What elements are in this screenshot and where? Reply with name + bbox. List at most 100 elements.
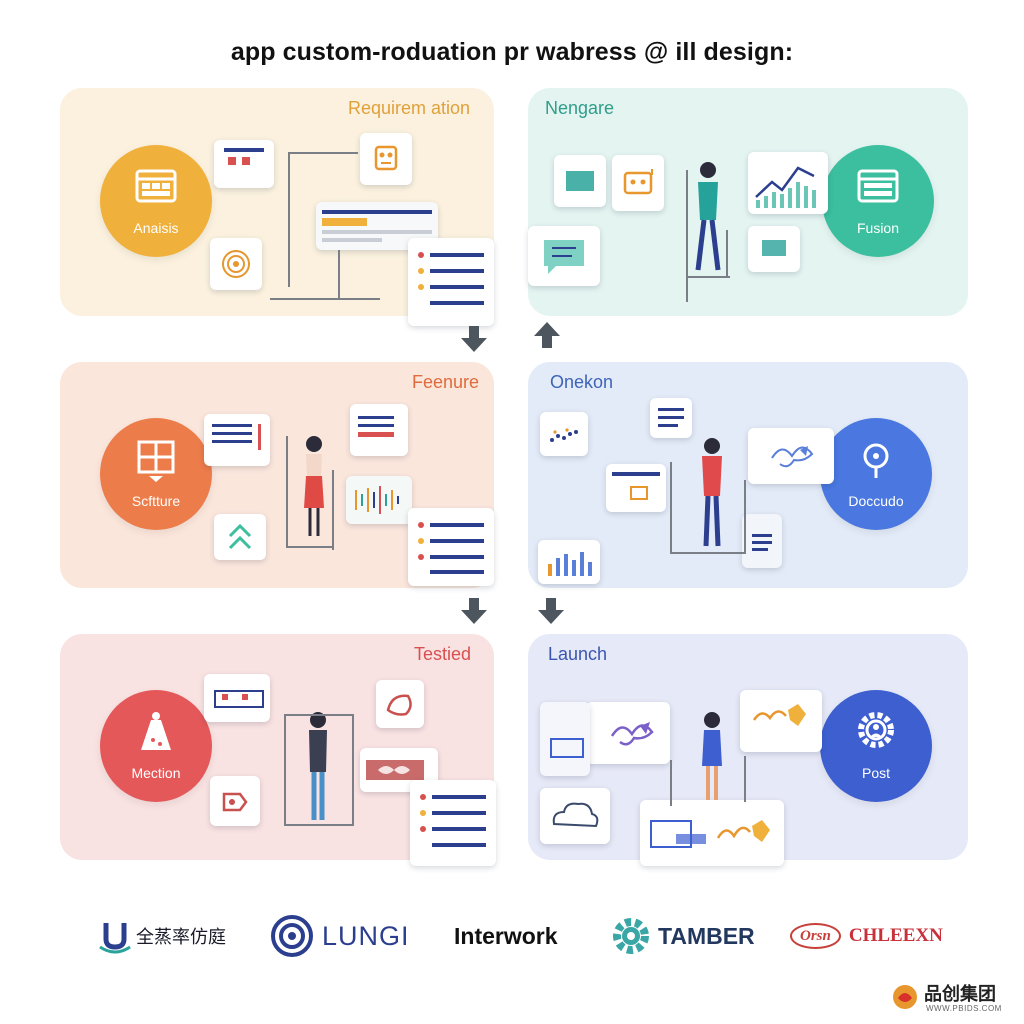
list-card: [408, 238, 494, 326]
flower-card-3: [740, 690, 822, 752]
flask-icon: [141, 712, 171, 750]
infinity-icon: [366, 760, 424, 780]
connector: [670, 462, 672, 554]
panel-nengare-label: Nengare: [545, 98, 615, 118]
connector: [286, 436, 288, 546]
list-card-3: [350, 404, 408, 456]
window-card-3: [204, 674, 270, 722]
chart-icon: [355, 486, 399, 514]
tag-card: [210, 776, 260, 826]
person-figure: [702, 438, 722, 547]
chart-card-2: [346, 476, 412, 524]
arrow-down-icon: [538, 598, 564, 624]
list-card-6: [410, 780, 496, 866]
watermark-cn: 品创集团: [924, 984, 996, 1004]
document-circle: Doccudo: [820, 418, 932, 530]
panel-testing-label: Testied: [414, 644, 472, 664]
fusion-circle-label: Fusion: [856, 220, 900, 236]
gear-icon: [858, 712, 894, 748]
bar-chart-card: [538, 540, 600, 584]
structure-circle: Scftture: [100, 418, 212, 530]
logo-2: LUNGI: [270, 912, 410, 960]
robot-card-2: [612, 155, 664, 211]
mection-circle: Mection: [100, 690, 212, 802]
logo-3-text: Interwork: [454, 922, 558, 949]
target-icon: [222, 250, 250, 278]
window-card: [214, 140, 274, 188]
window-card-4: [540, 702, 590, 776]
watermark: 品创集团 WWW.PBIDS.COM: [890, 980, 1010, 1016]
list-card-5: [650, 398, 692, 438]
brand-logo-icon: [893, 985, 917, 1009]
doc-card: [554, 155, 606, 207]
chart-icon: [548, 552, 592, 576]
connector: [744, 756, 746, 802]
post-circle: Post: [820, 690, 932, 802]
logo-5: Orsn CHLEEXN: [790, 912, 943, 960]
connector: [726, 230, 728, 276]
connector: [332, 470, 334, 550]
analysis-circle: Anaisis: [100, 145, 212, 257]
logo-5-text: CHLEEXN: [848, 925, 943, 946]
doc-card-2: [748, 226, 800, 272]
cloud-card: [540, 788, 610, 844]
arrow-down-icon: [461, 598, 487, 624]
fusion-circle: Fusion: [822, 145, 934, 257]
ring-logo-icon: [271, 915, 313, 957]
logo-5-badge-text: Orsn: [800, 928, 831, 944]
target-card: [210, 238, 262, 290]
u-logo-icon: [99, 923, 131, 954]
structure-circle-label: Scftture: [131, 493, 181, 509]
list-card-4: [408, 508, 494, 586]
logo-4: TAMBER: [610, 912, 755, 960]
ui-window-icon: [135, 169, 177, 203]
shape-icon: [386, 694, 412, 716]
arrow-up-icon: [534, 322, 560, 348]
person-figure: [304, 436, 324, 536]
connector: [744, 480, 746, 554]
logo-4-text: TAMBER: [658, 922, 755, 949]
lightbulb-icon: [863, 443, 889, 478]
chevron-card: [214, 514, 266, 560]
connector: [284, 714, 354, 716]
panel-launch-label: Launch: [548, 644, 608, 664]
logo-5-badge: Orsn: [790, 923, 841, 949]
connector: [270, 298, 380, 300]
cloud-icon: [552, 802, 599, 828]
flower-icon: [752, 704, 806, 726]
person-figure: [309, 712, 327, 820]
mection-circle-label: Mection: [131, 765, 181, 781]
robot-icon: [374, 145, 398, 171]
chart-icon: [755, 166, 816, 208]
chat-card: [528, 226, 600, 286]
connector: [686, 276, 730, 278]
watermark-url: WWW.PBIDS.COM: [926, 1004, 1002, 1013]
window-card-2: [606, 464, 666, 512]
logo-3: Interwork: [454, 912, 558, 960]
connector: [288, 152, 290, 287]
person-figure: [695, 162, 721, 271]
ui-window-icon: [857, 169, 899, 203]
connector: [670, 760, 672, 806]
connector: [284, 824, 354, 826]
chart-icon: [550, 428, 578, 442]
doc-card-3: [742, 514, 782, 568]
arrow-down-icon: [461, 326, 487, 352]
list-card-2: [204, 414, 270, 466]
connector: [686, 170, 688, 302]
panel-onekon-label: Onekon: [550, 372, 614, 392]
logo-1: 全蒸率仿庭: [96, 912, 226, 960]
diagram-title: app custom-roduation pr wabress @ ill de…: [230, 38, 794, 66]
tag-icon: [222, 792, 248, 812]
chat-icon: [544, 240, 584, 274]
panel-feature-label: Feenure: [412, 372, 480, 392]
flower-icon: [610, 722, 654, 746]
flower-icon: [771, 446, 814, 468]
analysis-circle-label: Anaisis: [133, 220, 179, 236]
connector: [284, 714, 286, 826]
chevron-up-icon: [228, 523, 252, 550]
connector: [338, 250, 340, 300]
grid-icon: [137, 440, 175, 482]
flower-card: [748, 428, 834, 484]
connector: [352, 714, 354, 824]
